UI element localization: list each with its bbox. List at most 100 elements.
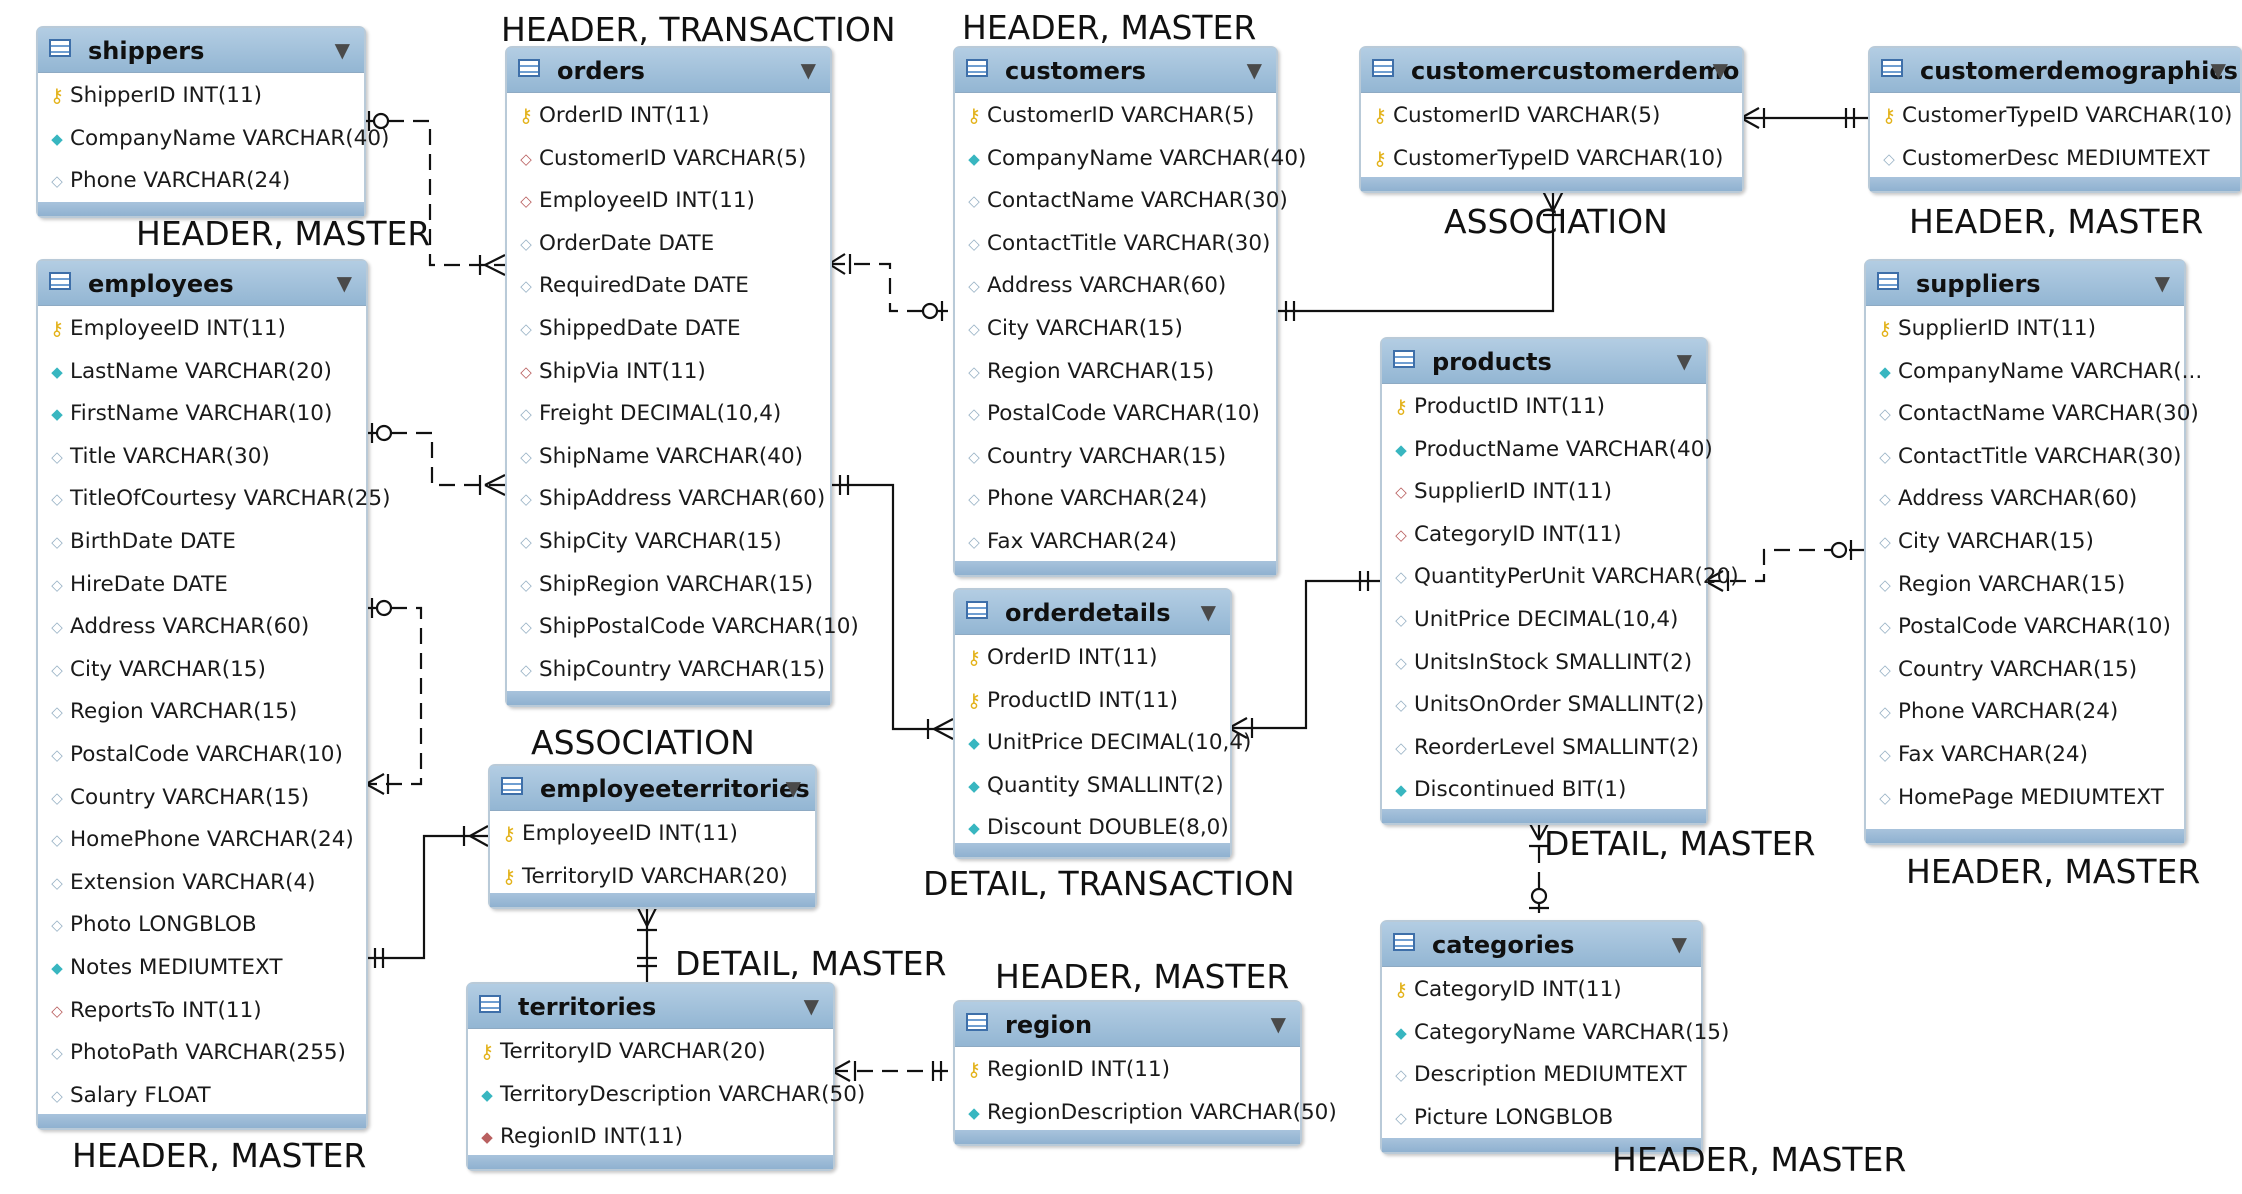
column-row[interactable]: ◇CustomerID VARCHAR(5): [507, 138, 830, 181]
column-row[interactable]: ◇ShipPostalCode VARCHAR(10): [507, 606, 859, 649]
collapse-arrow-icon[interactable]: ▼: [2154, 271, 2170, 295]
table-header[interactable]: customers▼: [955, 48, 1276, 93]
column-row[interactable]: ◇EmployeeID INT(11): [507, 180, 830, 223]
column-row[interactable]: ◇ContactTitle VARCHAR(30): [1866, 436, 2184, 479]
column-row[interactable]: ◆UnitPrice DECIMAL(10,4): [955, 722, 1251, 765]
column-row[interactable]: ◇OrderDate DATE: [507, 223, 830, 266]
table-header[interactable]: employeeterritories▼: [490, 766, 815, 811]
table-header[interactable]: region▼: [955, 1002, 1300, 1047]
column-row[interactable]: ◇Photo LONGBLOB: [38, 904, 366, 947]
column-row[interactable]: ◇City VARCHAR(15): [955, 308, 1276, 351]
column-row[interactable]: ◇Description MEDIUMTEXT: [1382, 1054, 1701, 1097]
column-row[interactable]: ◇ContactName VARCHAR(30): [955, 180, 1288, 223]
column-row[interactable]: ⚷ProductID INT(11): [955, 680, 1230, 723]
column-row[interactable]: ◆CategoryName VARCHAR(15): [1382, 1012, 1729, 1055]
column-row[interactable]: ◇QuantityPerUnit VARCHAR(20): [1382, 556, 1738, 599]
table-header[interactable]: orderdetails▼: [955, 590, 1230, 635]
column-row[interactable]: ◇City VARCHAR(15): [38, 649, 366, 692]
column-row[interactable]: ⚷RegionID INT(11): [955, 1049, 1300, 1092]
table-orderdetails[interactable]: orderdetails▼⚷OrderID INT(11)⚷ProductID …: [953, 588, 1251, 859]
table-header[interactable]: categories▼: [1382, 922, 1701, 967]
column-row[interactable]: ◇ShipRegion VARCHAR(15): [507, 564, 830, 607]
column-row[interactable]: ◇ReorderLevel SMALLINT(2): [1382, 727, 1706, 770]
column-row[interactable]: ◇Freight DECIMAL(10,4): [507, 393, 830, 436]
table-customerdemographics[interactable]: customerdemographics▼⚷CustomerTypeID VAR…: [1868, 46, 2242, 193]
column-row[interactable]: ◇ShipCity VARCHAR(15): [507, 521, 830, 564]
column-row[interactable]: ◆RegionDescription VARCHAR(50): [955, 1092, 1337, 1135]
table-header[interactable]: territories▼: [468, 984, 833, 1029]
column-row[interactable]: ⚷CategoryID INT(11): [1382, 969, 1701, 1012]
table-header[interactable]: customerdemographics▼: [1870, 48, 2240, 93]
column-row[interactable]: ⚷CustomerID VARCHAR(5): [955, 95, 1276, 138]
column-row[interactable]: ◇HomePhone VARCHAR(24): [38, 819, 366, 862]
column-row[interactable]: ◇ContactName VARCHAR(30): [1866, 393, 2199, 436]
column-row[interactable]: ◇PostalCode VARCHAR(10): [955, 393, 1276, 436]
column-row[interactable]: ◇CustomerDesc MEDIUMTEXT: [1870, 138, 2240, 181]
column-row[interactable]: ⚷SupplierID INT(11): [1866, 308, 2184, 351]
column-row[interactable]: ◆Notes MEDIUMTEXT: [38, 947, 366, 990]
column-row[interactable]: ⚷OrderID INT(11): [507, 95, 830, 138]
column-row[interactable]: ◆ProductName VARCHAR(40): [1382, 429, 1713, 472]
column-row[interactable]: ◇ShipAddress VARCHAR(60): [507, 478, 830, 521]
column-row[interactable]: ◆LastName VARCHAR(20): [38, 351, 366, 394]
collapse-arrow-icon[interactable]: ▼: [1200, 600, 1216, 624]
table-header[interactable]: products▼: [1382, 339, 1706, 384]
column-row[interactable]: ⚷EmployeeID INT(11): [38, 308, 366, 351]
column-row[interactable]: ◇PostalCode VARCHAR(10): [1866, 606, 2184, 649]
column-row[interactable]: ◇Region VARCHAR(15): [38, 691, 366, 734]
column-row[interactable]: ◇ShipVia INT(11): [507, 351, 830, 394]
column-row[interactable]: ◆Discontinued BIT(1): [1382, 769, 1706, 812]
collapse-arrow-icon[interactable]: ▼: [1270, 1012, 1286, 1036]
column-row[interactable]: ◆Quantity SMALLINT(2): [955, 765, 1230, 808]
column-row[interactable]: ◇CategoryID INT(11): [1382, 514, 1706, 557]
column-row[interactable]: ◇ShippedDate DATE: [507, 308, 830, 351]
table-territories[interactable]: territories▼⚷TerritoryID VARCHAR(20)◆Ter…: [466, 982, 865, 1171]
column-row[interactable]: ◇Country VARCHAR(15): [955, 436, 1276, 479]
column-row[interactable]: ◇Address VARCHAR(60): [1866, 478, 2184, 521]
collapse-arrow-icon[interactable]: ▼: [785, 776, 801, 800]
collapse-arrow-icon[interactable]: ▼: [334, 38, 350, 62]
table-orders[interactable]: orders▼⚷OrderID INT(11)◇CustomerID VARCH…: [505, 46, 859, 707]
column-row[interactable]: ◆CompanyName VARCHAR(...: [1866, 351, 2202, 394]
table-products[interactable]: products▼⚷ProductID INT(11)◆ProductName …: [1380, 337, 1739, 825]
collapse-arrow-icon[interactable]: ▼: [1712, 58, 1728, 82]
table-customercustomerdemo[interactable]: customercustomerdemo▼⚷CustomerID VARCHAR…: [1359, 46, 1744, 193]
column-row[interactable]: ◇ShipName VARCHAR(40): [507, 436, 830, 479]
column-row[interactable]: ◇SupplierID INT(11): [1382, 471, 1706, 514]
table-categories[interactable]: categories▼⚷CategoryID INT(11)◆CategoryN…: [1380, 920, 1729, 1154]
column-row[interactable]: ◆TerritoryDescription VARCHAR(50): [468, 1074, 865, 1117]
column-row[interactable]: ◇HireDate DATE: [38, 564, 366, 607]
column-row[interactable]: ⚷ShipperID INT(11): [38, 75, 364, 118]
column-row[interactable]: ◇UnitsOnOrder SMALLINT(2): [1382, 684, 1706, 727]
column-row[interactable]: ◇ShipCountry VARCHAR(15): [507, 649, 830, 692]
column-row[interactable]: ◇Extension VARCHAR(4): [38, 862, 366, 905]
table-header[interactable]: orders▼: [507, 48, 830, 93]
column-row[interactable]: ◇Phone VARCHAR(24): [38, 160, 364, 203]
table-header[interactable]: shippers▼: [38, 28, 364, 73]
column-row[interactable]: ⚷ProductID INT(11): [1382, 386, 1706, 429]
collapse-arrow-icon[interactable]: ▼: [803, 994, 819, 1018]
column-row[interactable]: ⚷EmployeeID INT(11): [490, 813, 815, 856]
collapse-arrow-icon[interactable]: ▼: [1671, 932, 1687, 956]
column-row[interactable]: ◇ReportsTo INT(11): [38, 990, 366, 1033]
column-row[interactable]: ◆RegionID INT(11): [468, 1116, 833, 1159]
table-header[interactable]: suppliers▼: [1866, 261, 2184, 306]
collapse-arrow-icon[interactable]: ▼: [1246, 58, 1262, 82]
column-row[interactable]: ◇Country VARCHAR(15): [1866, 649, 2184, 692]
column-row[interactable]: ⚷CustomerID VARCHAR(5): [1361, 95, 1742, 138]
column-row[interactable]: ◇PhotoPath VARCHAR(255): [38, 1032, 366, 1075]
collapse-arrow-icon[interactable]: ▼: [1676, 349, 1692, 373]
column-row[interactable]: ◆Discount DOUBLE(8,0): [955, 807, 1230, 850]
table-header[interactable]: employees▼: [38, 261, 366, 306]
table-customers[interactable]: customers▼⚷CustomerID VARCHAR(5)◆Company…: [953, 46, 1306, 577]
column-row[interactable]: ◆CompanyName VARCHAR(40): [955, 138, 1306, 181]
column-row[interactable]: ◇Address VARCHAR(60): [38, 606, 366, 649]
column-row[interactable]: ◇UnitPrice DECIMAL(10,4): [1382, 599, 1706, 642]
column-row[interactable]: ◇Salary FLOAT: [38, 1075, 366, 1118]
column-row[interactable]: ◇City VARCHAR(15): [1866, 521, 2184, 564]
column-row[interactable]: ◇Picture LONGBLOB: [1382, 1097, 1701, 1140]
column-row[interactable]: ⚷CustomerTypeID VARCHAR(10): [1361, 138, 1742, 181]
table-shippers[interactable]: shippers▼⚷ShipperID INT(11)◆CompanyName …: [36, 26, 389, 218]
column-row[interactable]: ◇Address VARCHAR(60): [955, 265, 1276, 308]
table-region[interactable]: region▼⚷RegionID INT(11)◆RegionDescripti…: [953, 1000, 1337, 1146]
